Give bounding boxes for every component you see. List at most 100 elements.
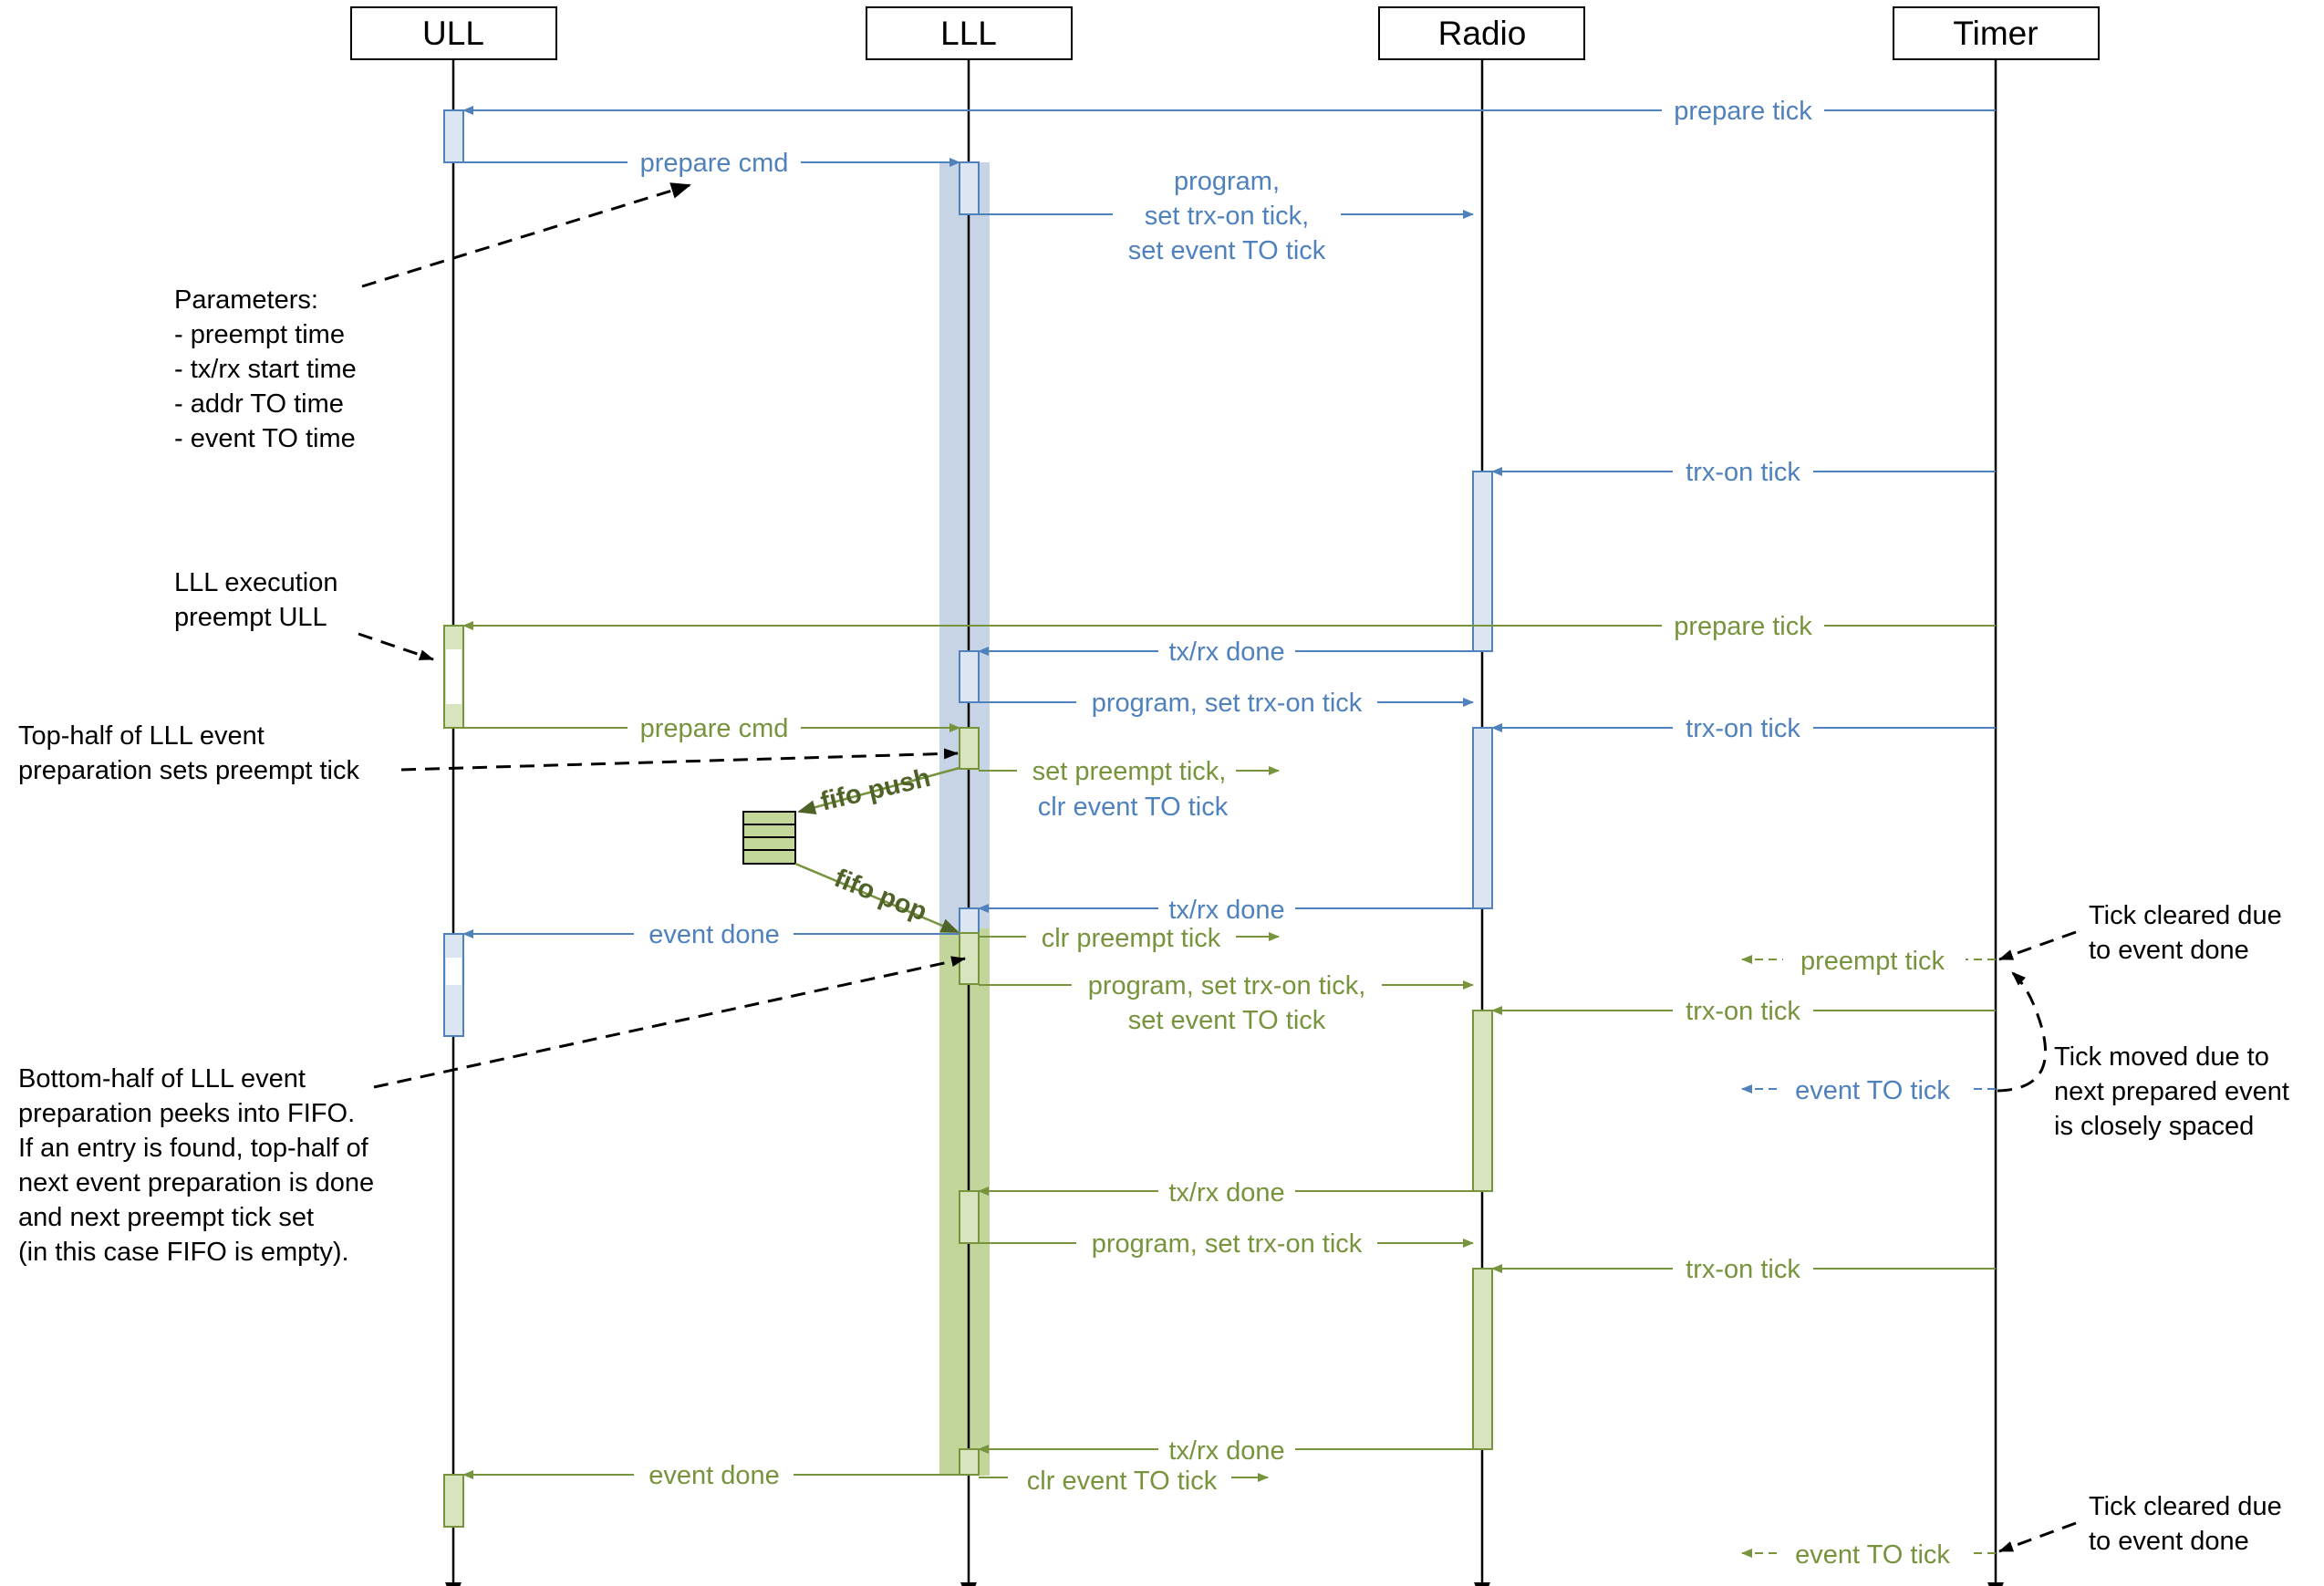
msg-prepare-tick-1: prepare tick — [462, 95, 1996, 126]
svg-text:clr preempt tick: clr preempt tick — [1042, 924, 1221, 953]
svg-text:Parameters:: Parameters: — [174, 285, 318, 315]
svg-text:clr event TO tick: clr event TO tick — [1027, 1467, 1218, 1496]
svg-text:tx/rx done: tx/rx done — [1168, 1178, 1284, 1208]
act-radio-2 — [1472, 727, 1493, 909]
note-tick-cleared-1: Tick cleared due to event done — [1998, 901, 2282, 965]
msg-clr-preempt-tick: clr preempt tick — [979, 921, 1280, 953]
lifeline-lll: LLL — [866, 6, 1073, 1586]
msg-txrx-done-2: tx/rx done — [978, 896, 1473, 925]
svg-text:event done: event done — [648, 920, 780, 949]
act-radio-1 — [1472, 471, 1493, 652]
svg-text:- event TO time: - event TO time — [174, 424, 356, 453]
svg-text:LLL execution: LLL execution — [174, 568, 338, 597]
lifeline-lll-label: LLL — [940, 15, 997, 52]
msg-event-to-tick-cleared: event TO tick — [1741, 1538, 1996, 1570]
svg-text:preparation sets preempt tick: preparation sets preempt tick — [18, 756, 359, 785]
msg-set-preempt-tick: set preempt tick, clr event TO tick — [979, 755, 1280, 822]
act-lll-2 — [959, 650, 980, 703]
svg-text:event TO tick: event TO tick — [1795, 1540, 1950, 1570]
msg-event-done-1: event done — [462, 918, 960, 949]
lifeline-timer: Timer — [1893, 6, 2100, 1586]
fifo: fifo push fifo pop — [742, 763, 960, 934]
svg-text:prepare cmd: prepare cmd — [640, 149, 789, 178]
msg-event-to-tick-moved: event TO tick — [1741, 1073, 1996, 1105]
svg-text:program, set trx-on tick,: program, set trx-on tick, — [1088, 971, 1366, 1000]
msg-trx-on-tick-2: trx-on tick — [1491, 712, 1996, 743]
svg-text:set trx-on tick,: set trx-on tick, — [1145, 202, 1310, 231]
svg-text:trx-on tick: trx-on tick — [1686, 458, 1800, 487]
svg-text:- addr TO time: - addr TO time — [174, 389, 344, 419]
msg-trx-on-tick-4: trx-on tick — [1491, 1253, 1996, 1284]
msg-program-1: program, set trx-on tick, set event TO t… — [979, 167, 1474, 265]
svg-text:Top-half of LLL event: Top-half of LLL event — [18, 721, 265, 751]
msg-event-done-2: event done — [462, 1459, 960, 1490]
msg-txrx-done-4: tx/rx done — [978, 1436, 1473, 1466]
act-lll-4 — [959, 907, 980, 934]
act-ull-4 — [443, 1474, 464, 1528]
act-lll-6 — [959, 1190, 980, 1244]
svg-text:program,: program, — [1174, 167, 1280, 196]
svg-text:Tick cleared due: Tick cleared due — [2089, 1492, 2282, 1521]
msg-txrx-done-3: tx/rx done — [978, 1178, 1473, 1208]
act-radio-3 — [1472, 1010, 1493, 1192]
svg-text:to event done: to event done — [2089, 936, 2249, 965]
msg-prepare-cmd-2: prepare cmd — [463, 712, 960, 743]
svg-text:tx/rx done: tx/rx done — [1168, 638, 1284, 667]
svg-text:event TO tick: event TO tick — [1795, 1076, 1950, 1105]
svg-text:trx-on tick: trx-on tick — [1686, 1255, 1800, 1284]
msg-txrx-done-1: tx/rx done — [978, 638, 1473, 667]
act-lll-3 — [959, 727, 980, 770]
note-top-half: Top-half of LLL event preparation sets p… — [18, 721, 959, 785]
svg-text:If an entry is found, top-half: If an entry is found, top-half of — [18, 1134, 369, 1163]
svg-text:set event TO tick: set event TO tick — [1128, 1006, 1326, 1035]
msg-trx-on-tick-1: trx-on tick — [1491, 456, 1996, 487]
svg-text:to event done: to event done — [2089, 1527, 2249, 1556]
lll-band-event-1 — [939, 162, 990, 928]
note-tick-moved: Tick moved due to next prepared event is… — [1997, 970, 2289, 1141]
svg-text:program, set trx-on tick: program, set trx-on tick — [1092, 1229, 1363, 1259]
svg-text:tx/rx done: tx/rx done — [1168, 896, 1284, 925]
fifo-push-label: fifo push — [818, 763, 933, 817]
msg-trx-on-tick-3: trx-on tick — [1491, 995, 1996, 1026]
note-tick-cleared-2: Tick cleared due to event done — [1998, 1492, 2282, 1556]
msg-program-2: program, set trx-on tick — [979, 687, 1474, 718]
act-ull-1 — [443, 109, 464, 163]
activations — [443, 109, 1493, 1528]
svg-text:set event TO tick: set event TO tick — [1128, 236, 1326, 265]
note-bottom-half: Bottom-half of LLL event preparation pee… — [18, 956, 966, 1267]
msg-preempt-tick-cleared: preempt tick — [1741, 944, 1996, 976]
svg-text:(in this case FIFO is empty).: (in this case FIFO is empty). — [18, 1238, 349, 1267]
svg-text:next prepared event: next prepared event — [2054, 1077, 2289, 1106]
svg-text:prepare cmd: prepare cmd — [640, 714, 789, 743]
svg-text:event done: event done — [648, 1461, 780, 1490]
svg-text:is closely spaced: is closely spaced — [2054, 1112, 2254, 1141]
lifeline-ull-label: ULL — [422, 15, 484, 52]
svg-text:prepare tick: prepare tick — [1674, 97, 1812, 126]
svg-text:trx-on tick: trx-on tick — [1686, 714, 1800, 743]
svg-text:Bottom-half of LLL event: Bottom-half of LLL event — [18, 1064, 306, 1094]
msg-program-4: program, set trx-on tick — [979, 1228, 1474, 1259]
svg-text:prepare tick: prepare tick — [1674, 612, 1812, 641]
svg-text:preparation peeks into FIFO.: preparation peeks into FIFO. — [18, 1099, 355, 1128]
svg-text:preempt tick: preempt tick — [1800, 947, 1945, 976]
note-lll-preempt: LLL execution preempt ULL — [174, 568, 434, 661]
msg-clr-event-to-tick: clr event TO tick — [979, 1462, 1269, 1496]
svg-text:preempt ULL: preempt ULL — [174, 603, 327, 632]
svg-text:and next preempt tick set: and next preempt tick set — [18, 1203, 314, 1232]
svg-text:trx-on tick: trx-on tick — [1686, 997, 1800, 1026]
lifeline-timer-label: Timer — [1953, 15, 2038, 52]
act-radio-4 — [1472, 1268, 1493, 1450]
lifeline-radio-label: Radio — [1438, 15, 1527, 52]
svg-text:program, set trx-on tick: program, set trx-on tick — [1092, 689, 1363, 718]
svg-text:- preempt time: - preempt time — [174, 320, 345, 349]
act-lll-7 — [959, 1448, 980, 1476]
msg-prepare-tick-2: prepare tick — [462, 610, 1996, 641]
svg-text:next event preparation is done: next event preparation is done — [18, 1168, 374, 1197]
svg-text:tx/rx done: tx/rx done — [1168, 1436, 1284, 1466]
act-ull-3-gap — [446, 958, 462, 985]
svg-text:clr event TO tick: clr event TO tick — [1038, 793, 1229, 822]
fifo-pop-label: fifo pop — [830, 864, 931, 927]
note-parameters: Parameters: - preempt time - tx/rx start… — [174, 182, 691, 453]
msg-prepare-cmd-1: prepare cmd — [463, 147, 960, 178]
